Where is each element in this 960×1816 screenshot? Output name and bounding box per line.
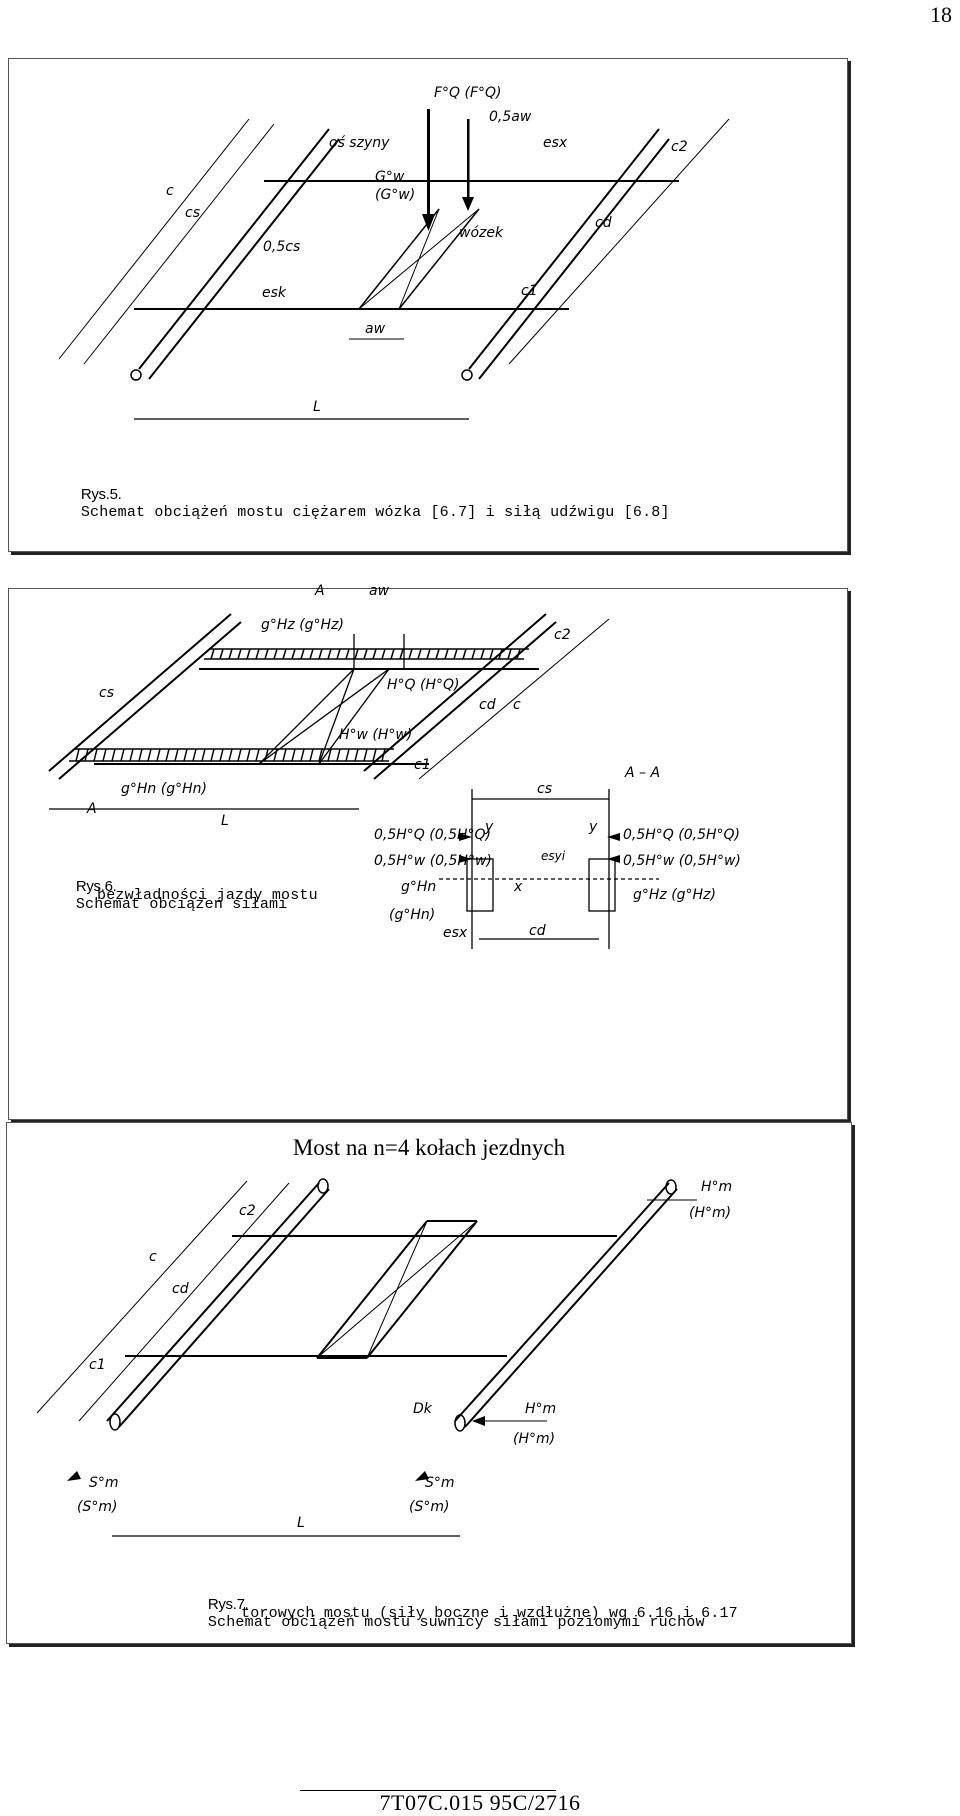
trolley-label: wózek	[459, 225, 504, 241]
esx-top-label: esx	[543, 135, 568, 151]
y-left-label: y	[485, 819, 494, 835]
ghn-sec-label: g°Hn	[401, 879, 437, 895]
rail-axis-label: oś szyny	[329, 135, 390, 151]
ghn-label: g°Hn (g°Hn)	[121, 781, 207, 797]
figure-5-caption-text: Schemat obciążeń mostu ciężarem wózka [6…	[80, 504, 670, 521]
half-hw-right-label: 0,5H°w (0,5H°w)	[623, 853, 741, 869]
cd-label-7: cd	[172, 1281, 189, 1297]
figure-6: A aw g°Hz (g°Hz) c2 cs H°Q (H°Q) cd c H°…	[8, 583, 848, 1120]
sm-left-c-label: (S°m)	[77, 1499, 118, 1515]
cs-section-label: cs	[537, 781, 552, 797]
hm-top-c-label: (H°m)	[689, 1205, 732, 1221]
figure-5-caption-label: Rys.5.	[80, 486, 122, 503]
esyi-label: esyi	[541, 849, 566, 863]
l-label-7: L	[297, 1515, 305, 1531]
hw-label: H°w (H°w)	[339, 727, 413, 743]
ghz-sec-label: g°Hz (g°Hz)	[633, 887, 716, 903]
hm-mid-label: H°m	[525, 1401, 557, 1417]
figure-5-drawing	[58, 109, 730, 420]
gw-label: G°w	[375, 169, 405, 185]
half-hq-left-label: 0,5H°Q (0,5H°Q)	[374, 827, 491, 843]
force-label: F°Q (F°Q)	[434, 85, 502, 101]
c1-label: c1	[521, 283, 538, 299]
c2-label-7: c2	[239, 1203, 256, 1219]
figure-7: Most na n=4 kołach jezdnych	[6, 1122, 852, 1644]
c-label: c	[166, 183, 174, 199]
hq-label: H°Q (H°Q)	[387, 677, 460, 693]
figure-6-caption-line-2: bezwładności jazdy mostu	[97, 887, 318, 904]
cs-label: cs	[185, 205, 200, 221]
hm-mid-c-label: (H°m)	[513, 1431, 556, 1447]
half-aw-label: 0,5aw	[489, 109, 532, 125]
ghz-label: g°Hz (g°Hz)	[261, 617, 344, 633]
figure-6-caption-line-1: Rys.6. Schemat obciążeń siłami	[39, 861, 287, 930]
c1-label-6: c1	[414, 757, 431, 773]
c2-label: c2	[671, 139, 688, 155]
page-number: 18	[930, 2, 952, 27]
figure-7-caption-line-1: Rys.7. Schemat obciążeń mostu suwnicy si…	[171, 1579, 705, 1648]
figure-7-caption-line-2: torowych mostu (siły boczne i wzdłużne) …	[241, 1605, 738, 1622]
half-hq-right-label: 0,5H°Q (0,5H°Q)	[623, 827, 740, 843]
half-cs-label: 0,5cs	[263, 239, 301, 255]
ghn-sec-c-label: (g°Hn)	[389, 907, 436, 923]
half-hw-left-label: 0,5H°w (0,5H°w)	[374, 853, 492, 869]
a-top-label: A	[315, 583, 325, 599]
figure-7-caption-text-1: Schemat obciążeń mostu suwnicy siłami po…	[207, 1614, 705, 1631]
section-label: A – A	[625, 765, 661, 781]
l-label-6: L	[221, 813, 229, 829]
y-right-label: y	[589, 819, 598, 835]
figure-6-caption-label: Rys.6.	[75, 878, 117, 895]
figure-6-caption-text-1: Schemat obciążeń siłami	[75, 896, 288, 913]
cd-label-6: cd	[479, 697, 496, 713]
hm-top-label: H°m	[701, 1179, 733, 1195]
aw-label: aw	[365, 321, 386, 337]
aw-label-6: aw	[369, 583, 390, 599]
dk-label: Dk	[413, 1401, 432, 1417]
sm-left-label: S°m	[89, 1475, 119, 1491]
x-label: x	[514, 879, 523, 895]
gw-c-label: (G°w)	[375, 187, 416, 203]
cd-label: cd	[595, 215, 612, 231]
cs-label-6: cs	[99, 685, 114, 701]
esx-label-6: esx	[443, 925, 468, 941]
figure-5: F°Q (F°Q) oś szyny 0,5aw esx G°w (G°w) w…	[8, 58, 848, 552]
esk-label: esk	[262, 285, 287, 301]
c-label-6: c	[513, 697, 521, 713]
footer-code: 7T07C.015 95C/2716	[379, 1790, 581, 1815]
figure-5-caption: Rys.5. Schemat obciążeń mostu ciężarem w…	[44, 469, 670, 538]
figure-7-caption-label: Rys.7.	[207, 1596, 249, 1613]
figure-7-title: Most na n=4 kołach jezdnych	[292, 1135, 566, 1160]
a-bottom-label: A	[87, 801, 97, 817]
c1-label-7: c1	[89, 1357, 106, 1373]
cd-sec-label: cd	[529, 923, 546, 939]
l-label: L	[313, 399, 321, 415]
sm-right-c-label: (S°m)	[409, 1499, 450, 1515]
footer-rule	[300, 1790, 556, 1791]
figure-6-drawing	[48, 613, 659, 949]
c-label-7: c	[149, 1249, 157, 1265]
figure-7-drawing	[36, 1178, 697, 1537]
c2-label-6: c2	[554, 627, 571, 643]
sm-right-label: S°m	[425, 1475, 455, 1491]
